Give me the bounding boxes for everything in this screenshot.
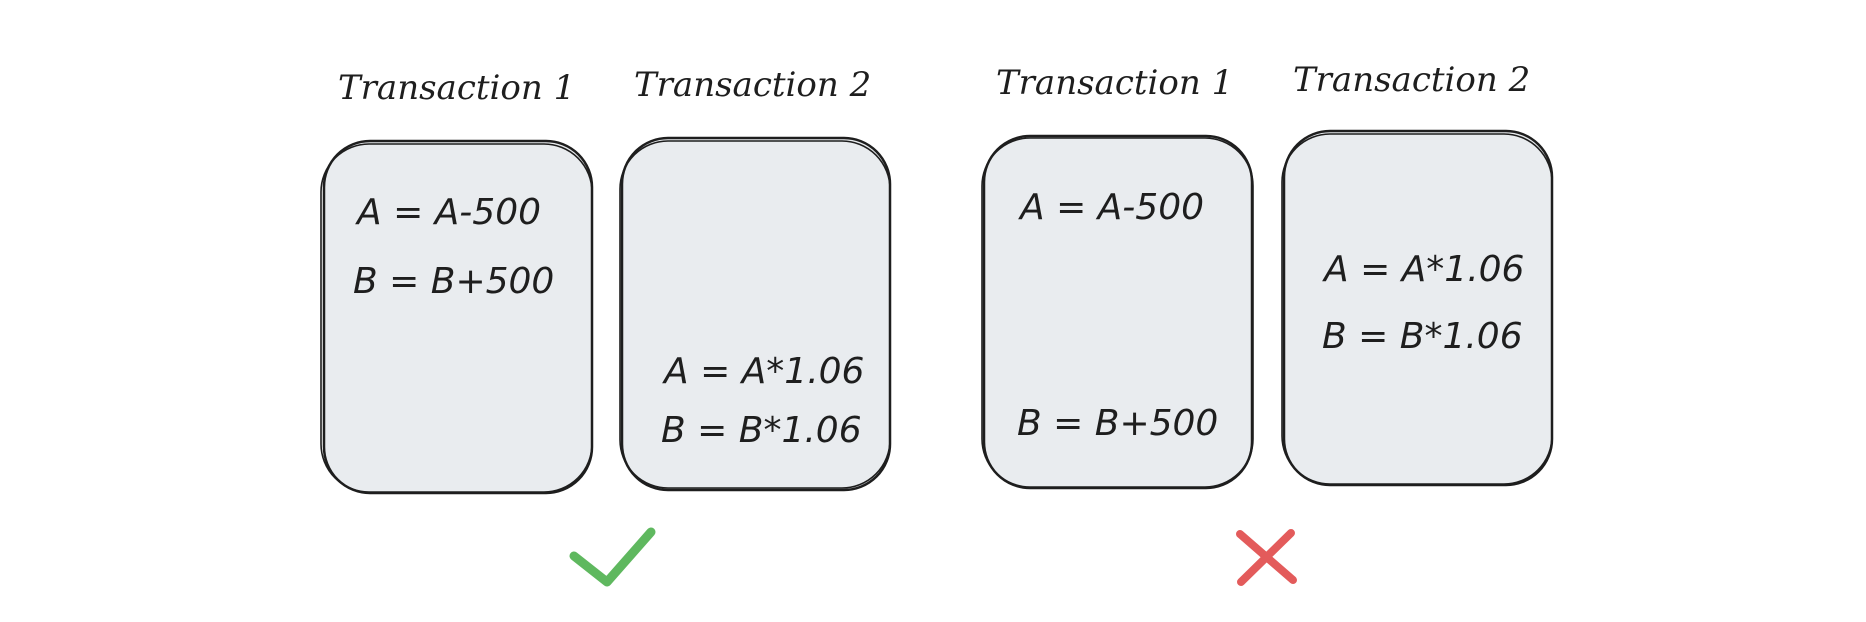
transaction-title: Transaction 1 (996, 63, 1233, 103)
scenario-valid: Transaction 1 A = A-500 B = B+500 Transa… (320, 65, 892, 587)
cross-icon (1236, 529, 1297, 586)
transaction-box (981, 134, 1254, 490)
transaction-box (619, 136, 892, 492)
scenario-invalid: Transaction 1 A = A-500 B = B+500 Transa… (981, 60, 1554, 586)
operation-line: B = B+500 (1017, 403, 1218, 444)
operation-line: B = B+500 (353, 261, 554, 302)
transaction-title: Transaction 1 (338, 68, 575, 108)
check-icon (569, 527, 656, 587)
operation-line: B = B*1.06 (1322, 316, 1523, 357)
transaction-box (320, 139, 594, 495)
transaction-title: Transaction 2 (634, 65, 871, 105)
operation-line: A = A*1.06 (1322, 249, 1524, 290)
transaction-1-column: Transaction 1 A = A-500 B = B+500 (320, 68, 594, 495)
transaction-title: Transaction 2 (1293, 60, 1530, 100)
operation-line: A = A*1.06 (662, 351, 864, 392)
operation-line: A = A-500 (1018, 187, 1204, 228)
transaction-1-column: Transaction 1 A = A-500 B = B+500 (981, 63, 1254, 490)
operation-line: A = A-500 (355, 192, 541, 233)
operation-line: B = B*1.06 (661, 410, 862, 451)
transaction-2-column: Transaction 2 A = A*1.06 B = B*1.06 (1281, 60, 1554, 487)
transaction-box (1281, 129, 1554, 487)
transaction-2-column: Transaction 2 A = A*1.06 B = B*1.06 (619, 65, 892, 492)
